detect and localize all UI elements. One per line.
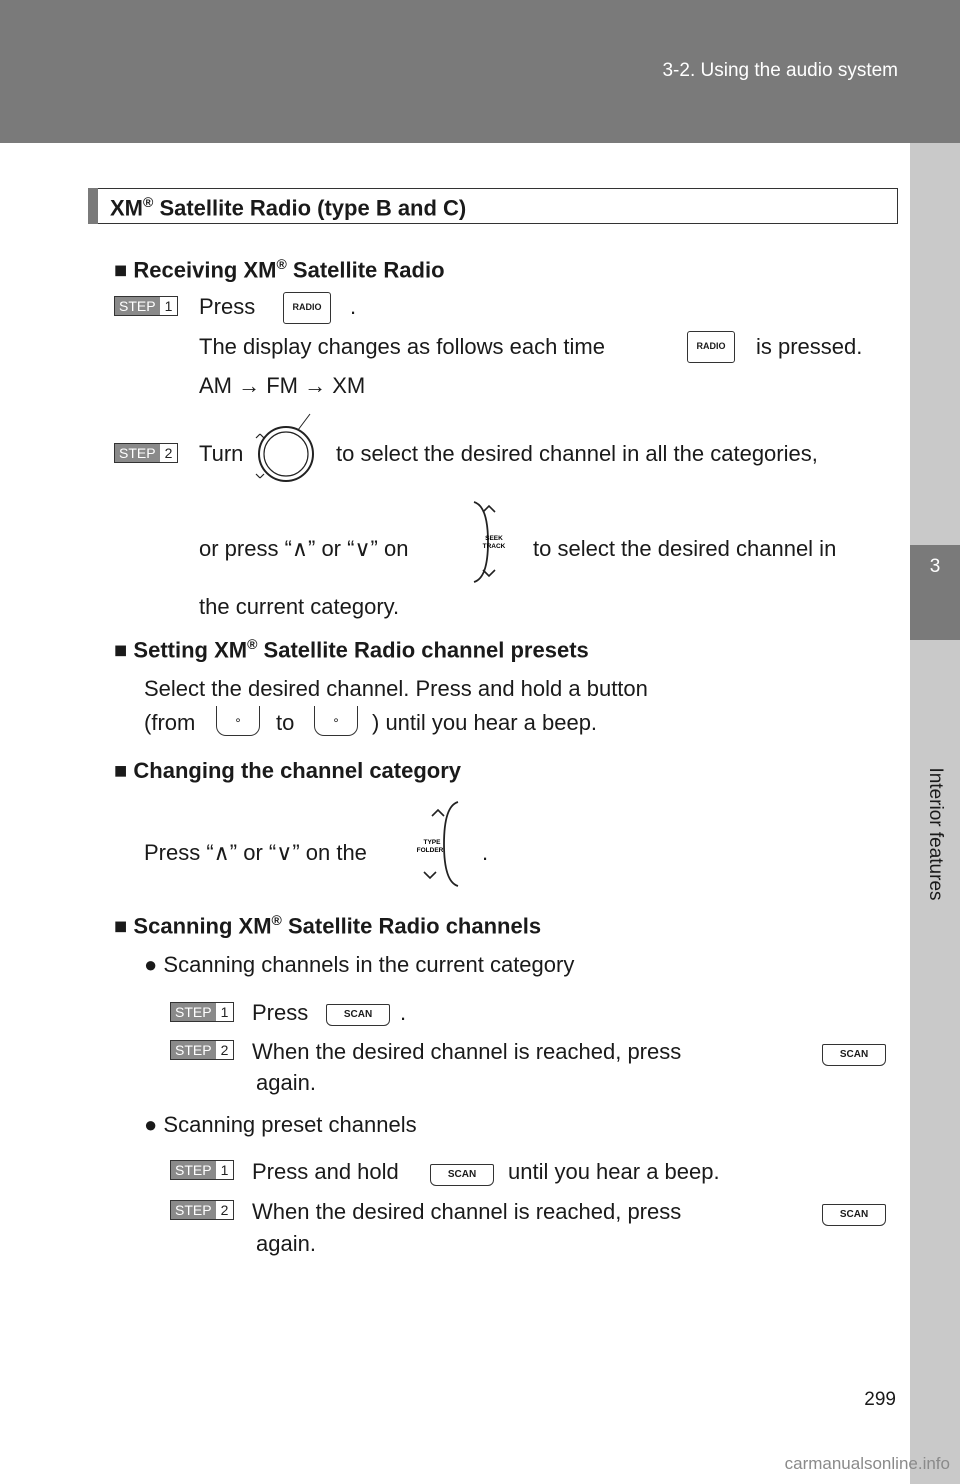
scan-current-step2: When the desired channel is reached, pre… xyxy=(252,1039,682,1064)
receiving-or-text-end: to select the desired channel in xyxy=(533,536,837,561)
preset-button-6-icon: ∘ xyxy=(314,706,358,736)
scan-preset-step2: When the desired channel is reached, pre… xyxy=(252,1199,682,1224)
scan-current-title: ● Scanning channels in the current categ… xyxy=(144,952,575,977)
chapter-number: 3 xyxy=(929,556,941,577)
scan-current-step2-again: again. xyxy=(256,1070,316,1095)
scan-preset-title: ● Scanning preset channels xyxy=(144,1112,417,1137)
presets-to: to xyxy=(276,710,295,735)
type-folder-button-icon: TYPE FOLDER xyxy=(410,800,466,888)
presets-heading: ■ Setting XM® Satellite Radio channel pr… xyxy=(114,636,589,663)
header-section-title: 3-2. Using the audio system xyxy=(662,60,898,81)
chapter-label: Interior features xyxy=(925,767,946,901)
chapter-side-tab: 3 Interior features xyxy=(910,143,960,1484)
tune-scroll-knob-icon xyxy=(250,412,320,490)
receiving-or-text: or press “∧” or “∨” on xyxy=(199,536,409,561)
radio-button-icon: RADIO xyxy=(283,292,331,324)
preset-button-1-icon: ∘ xyxy=(216,706,260,736)
radio-button-icon: RADIO xyxy=(687,331,735,363)
scan-button-icon: SCAN xyxy=(430,1164,494,1186)
receiving-step2-text: Turn xyxy=(199,441,244,466)
seek-track-button-icon: SEEK TRACK xyxy=(466,500,512,584)
scan-current-step1: Press xyxy=(252,1000,309,1025)
scan-button-icon: SCAN xyxy=(822,1044,886,1066)
section-title: XM® Satellite Radio (type B and C) xyxy=(110,194,467,221)
band-sequence: AM → FM → XM xyxy=(199,373,366,398)
scan-preset-step1-end: until you hear a beep. xyxy=(508,1159,720,1184)
scan-preset-step2-again: again. xyxy=(256,1231,316,1256)
section-title-box xyxy=(88,188,898,224)
scan-preset-step1: Press and hold xyxy=(252,1159,399,1184)
svg-text:TYPE: TYPE xyxy=(424,839,442,846)
scanning-heading: ■ Scanning XM® Satellite Radio channels xyxy=(114,912,542,939)
receiving-display-text-end: is pressed. xyxy=(756,334,863,359)
presets-from: (from xyxy=(144,710,196,735)
watermark: carmanualsonline.info xyxy=(784,1454,950,1473)
scan-button-icon: SCAN xyxy=(822,1204,886,1226)
receiving-step1-period: . xyxy=(350,294,357,319)
presets-line1: Select the desired channel. Press and ho… xyxy=(144,676,648,701)
header-bar xyxy=(0,0,960,143)
svg-text:SEEK: SEEK xyxy=(485,535,503,542)
scan-current-step1-period: . xyxy=(400,1000,407,1025)
svg-text:FOLDER: FOLDER xyxy=(417,847,444,854)
receiving-step2-text-end: to select the desired channel in all the… xyxy=(336,441,818,466)
receiving-step1-text: Press xyxy=(199,294,256,319)
category-press-period: . xyxy=(482,840,489,865)
receiving-heading: ■ Receiving XM® Satellite Radio xyxy=(114,256,445,283)
presets-end: ) until you hear a beep. xyxy=(372,710,598,735)
category-heading: ■ Changing the channel category xyxy=(114,758,462,783)
section-title-stripe xyxy=(88,188,98,224)
chapter-number-box xyxy=(910,545,960,640)
receiving-current-category: the current category. xyxy=(199,594,400,619)
category-press-text: Press “∧” or “∨” on the xyxy=(144,840,367,865)
scan-button-icon: SCAN xyxy=(326,1004,390,1026)
page-number: 299 xyxy=(864,1389,896,1410)
svg-text:TRACK: TRACK xyxy=(483,543,506,550)
receiving-display-text: The display changes as follows each time xyxy=(199,334,605,359)
